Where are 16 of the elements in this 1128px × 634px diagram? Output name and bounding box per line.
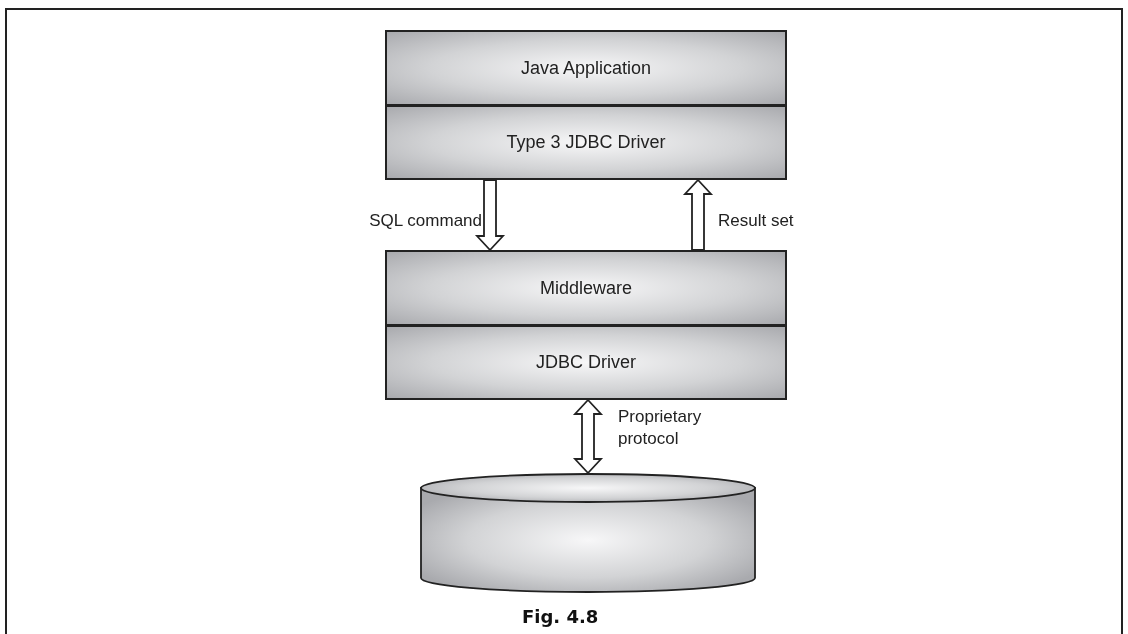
layer-label: Type 3 JDBC Driver [506,131,666,154]
layer-box [385,325,787,400]
layer-label: JDBC Driver [536,351,636,374]
edge-label: Proprietary protocol [618,406,703,451]
block-arrow [474,179,506,252]
layer-label: Middleware [539,276,632,300]
edge-label: Result set [718,210,794,232]
edge-label: SQL command [369,210,482,232]
block-arrow [682,178,714,251]
layer-box [385,30,787,106]
layer-box [385,250,787,326]
figure-caption: Fig. 4.8 [522,605,599,629]
database-cylinder [420,473,756,593]
layer-box [385,105,787,180]
layer-label: Java Application [520,56,652,80]
block-arrow [572,398,604,475]
